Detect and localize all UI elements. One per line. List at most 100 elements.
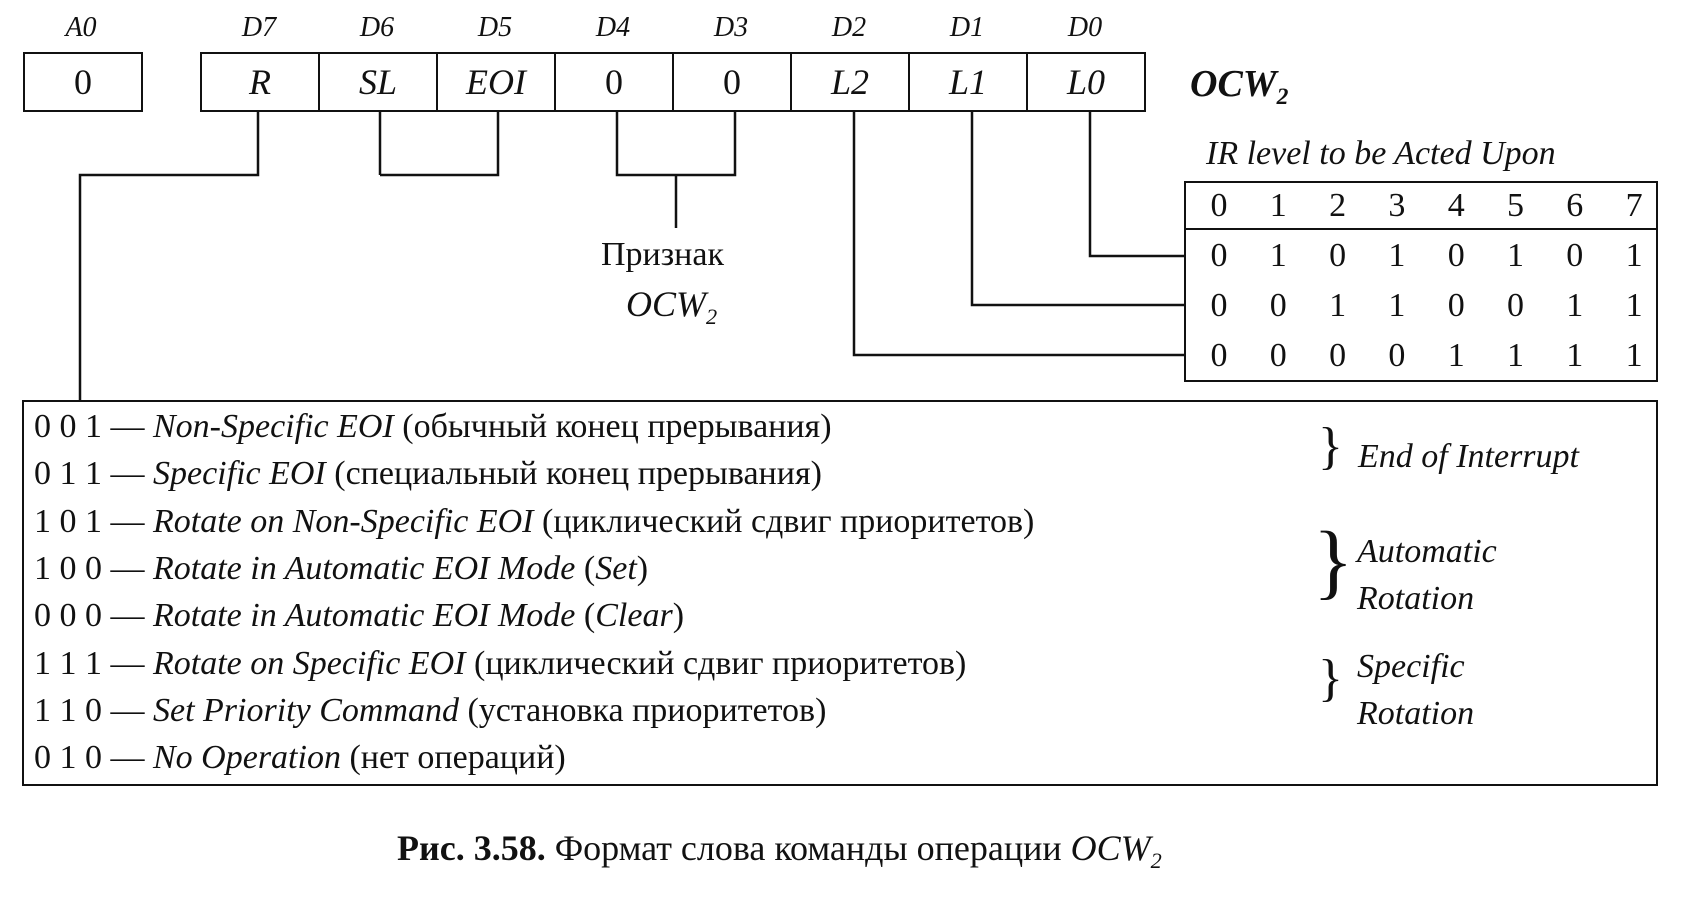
- command-desc: Clear: [595, 597, 673, 635]
- brace-end-of-interrupt: }: [1318, 418, 1343, 475]
- ir-header-cell: 4: [1447, 187, 1465, 224]
- command-name: Rotate on Non-Specific EOI: [153, 502, 534, 540]
- ir-cell: 0: [1269, 337, 1287, 374]
- command-dash: —: [102, 408, 153, 445]
- command-code: 0 1 0: [34, 739, 102, 777]
- command-desc: (установка приоритетов): [467, 691, 827, 729]
- command-dash: —: [102, 549, 153, 587]
- command-desc: Set: [595, 549, 637, 587]
- ir-table-divider: [1184, 228, 1658, 230]
- bit-label-d5: D5: [477, 12, 513, 43]
- command-desc: (циклический сдвиг приоритетов): [474, 644, 967, 682]
- command-name: Non-Specific EOI: [153, 408, 394, 445]
- command-row: 1 1 1 — Rotate on Specific EOI (цикличес…: [34, 644, 967, 682]
- group-automatic-line1: Automatic: [1357, 533, 1497, 570]
- bit-label-d3: D3: [713, 12, 749, 43]
- bit-label-d0: D0: [1067, 12, 1103, 43]
- ir-header-cell: 3: [1388, 187, 1406, 224]
- command-row: 0 1 1 — Specific EOI (специальный конец …: [34, 457, 822, 491]
- command-desc: (обычный конец прерывания): [402, 408, 832, 445]
- ir-cell: 1: [1329, 287, 1347, 324]
- ir-cell: 1: [1388, 287, 1406, 324]
- ir-cell: 0: [1210, 287, 1228, 324]
- d4-d3-bracket: [615, 112, 737, 177]
- command-desc: (нет операций): [349, 739, 566, 777]
- ir-header-cell: 6: [1566, 187, 1584, 224]
- brace-automatic-rotation: }: [1313, 515, 1354, 608]
- eoi-connector: [380, 112, 500, 177]
- marker-term: OCW2: [626, 284, 718, 329]
- bit-value-d3: 0: [723, 62, 741, 102]
- ir-cell: 1: [1625, 337, 1643, 374]
- bit-value-d5: EOI: [466, 62, 526, 102]
- ir-cell: 1: [1507, 337, 1524, 374]
- ir-cell: 1: [1625, 237, 1643, 274]
- group-automatic-line2: Rotation: [1357, 580, 1475, 617]
- command-desc: (циклический сдвиг приоритетов): [542, 502, 1035, 540]
- bit-value-d7: R: [249, 62, 271, 102]
- command-box: [22, 400, 1658, 786]
- command-name: Specific EOI: [153, 455, 326, 493]
- command-dash: —: [102, 691, 153, 729]
- l2-connector: [852, 112, 1184, 357]
- ir-cell: 0: [1210, 237, 1228, 274]
- command-name: Rotate in Automatic EOI Mode: [153, 597, 576, 635]
- command-code: 0 1 1: [34, 455, 102, 493]
- ir-cell: 1: [1269, 237, 1287, 274]
- bit-label-d4: D4: [595, 12, 631, 43]
- bit-value-d0: L0: [1066, 62, 1106, 102]
- ir-table-frame: [1184, 181, 1658, 382]
- ir-cell: 1: [1625, 287, 1643, 324]
- group-specific-line2: Rotation: [1357, 695, 1475, 732]
- group-specific-line1: Specific: [1357, 648, 1465, 685]
- bit-label-d1: D1: [949, 12, 985, 43]
- bit-value-d1: L1: [948, 62, 988, 102]
- command-row: 1 0 0 — Rotate in Automatic EOI Mode (Se…: [34, 549, 649, 587]
- command-dash: —: [102, 597, 153, 635]
- command-name: Rotate in Automatic EOI Mode: [153, 549, 576, 587]
- command-row: 1 1 0 — Set Priority Command (установка …: [34, 691, 827, 729]
- ir-cell: 0: [1329, 237, 1347, 274]
- caption-term: OCW2: [1070, 828, 1162, 873]
- bit-value-d6: SL: [358, 62, 398, 102]
- ir-cell: 1: [1388, 237, 1406, 274]
- command-desc: ): [636, 549, 649, 587]
- command-name: No Operation: [153, 739, 341, 777]
- command-desc: (: [583, 549, 596, 587]
- bit-label-d7: D7: [241, 12, 277, 43]
- a0-value: 0: [74, 62, 92, 102]
- ir-header-cell: 1: [1269, 187, 1287, 224]
- command-code: 1 1 0: [34, 691, 102, 729]
- command-desc: (: [583, 597, 596, 635]
- command-name: Set Priority Command: [153, 691, 459, 729]
- command-code: 1 0 0: [34, 549, 102, 587]
- brace-specific-rotation: }: [1318, 650, 1343, 707]
- bit-label-d6: D6: [359, 12, 395, 43]
- command-row: 0 0 1 — Non-Specific EOI (обычный конец …: [34, 410, 832, 444]
- l1-connector: [970, 112, 1184, 307]
- command-code: 1 1 1: [34, 644, 102, 682]
- bit-value-d4: 0: [605, 62, 623, 102]
- command-code: 1 0 1: [34, 502, 102, 540]
- ir-header-cell: 5: [1507, 187, 1524, 224]
- bit-label-d2: D2: [831, 12, 867, 43]
- a0-label: A0: [65, 12, 97, 43]
- command-desc: ): [672, 597, 685, 635]
- figure-caption: Рис. 3.58. Формат слова команды операции…: [397, 828, 1162, 873]
- bit-value-d2: L2: [830, 62, 870, 102]
- marker-label: Признак: [601, 236, 724, 273]
- command-row: 0 0 0 — Rotate in Automatic EOI Mode (Cl…: [34, 599, 684, 633]
- ir-cell: 0: [1388, 337, 1406, 374]
- ir-cell: 0: [1447, 237, 1465, 274]
- command-dash: —: [102, 644, 153, 682]
- command-dash: —: [102, 739, 153, 777]
- command-code: 0 0 0: [34, 597, 102, 635]
- rsl-eoi-connector: [78, 112, 260, 400]
- command-code: 0 0 1: [34, 408, 102, 445]
- command-dash: —: [102, 455, 153, 493]
- ir-header-cell: 2: [1329, 187, 1347, 224]
- group-end-of-interrupt: End of Interrupt: [1358, 438, 1579, 475]
- ir-cell: 0: [1566, 237, 1584, 274]
- l0-connector: [1088, 112, 1184, 258]
- bit-cell-d0: [1026, 52, 1146, 112]
